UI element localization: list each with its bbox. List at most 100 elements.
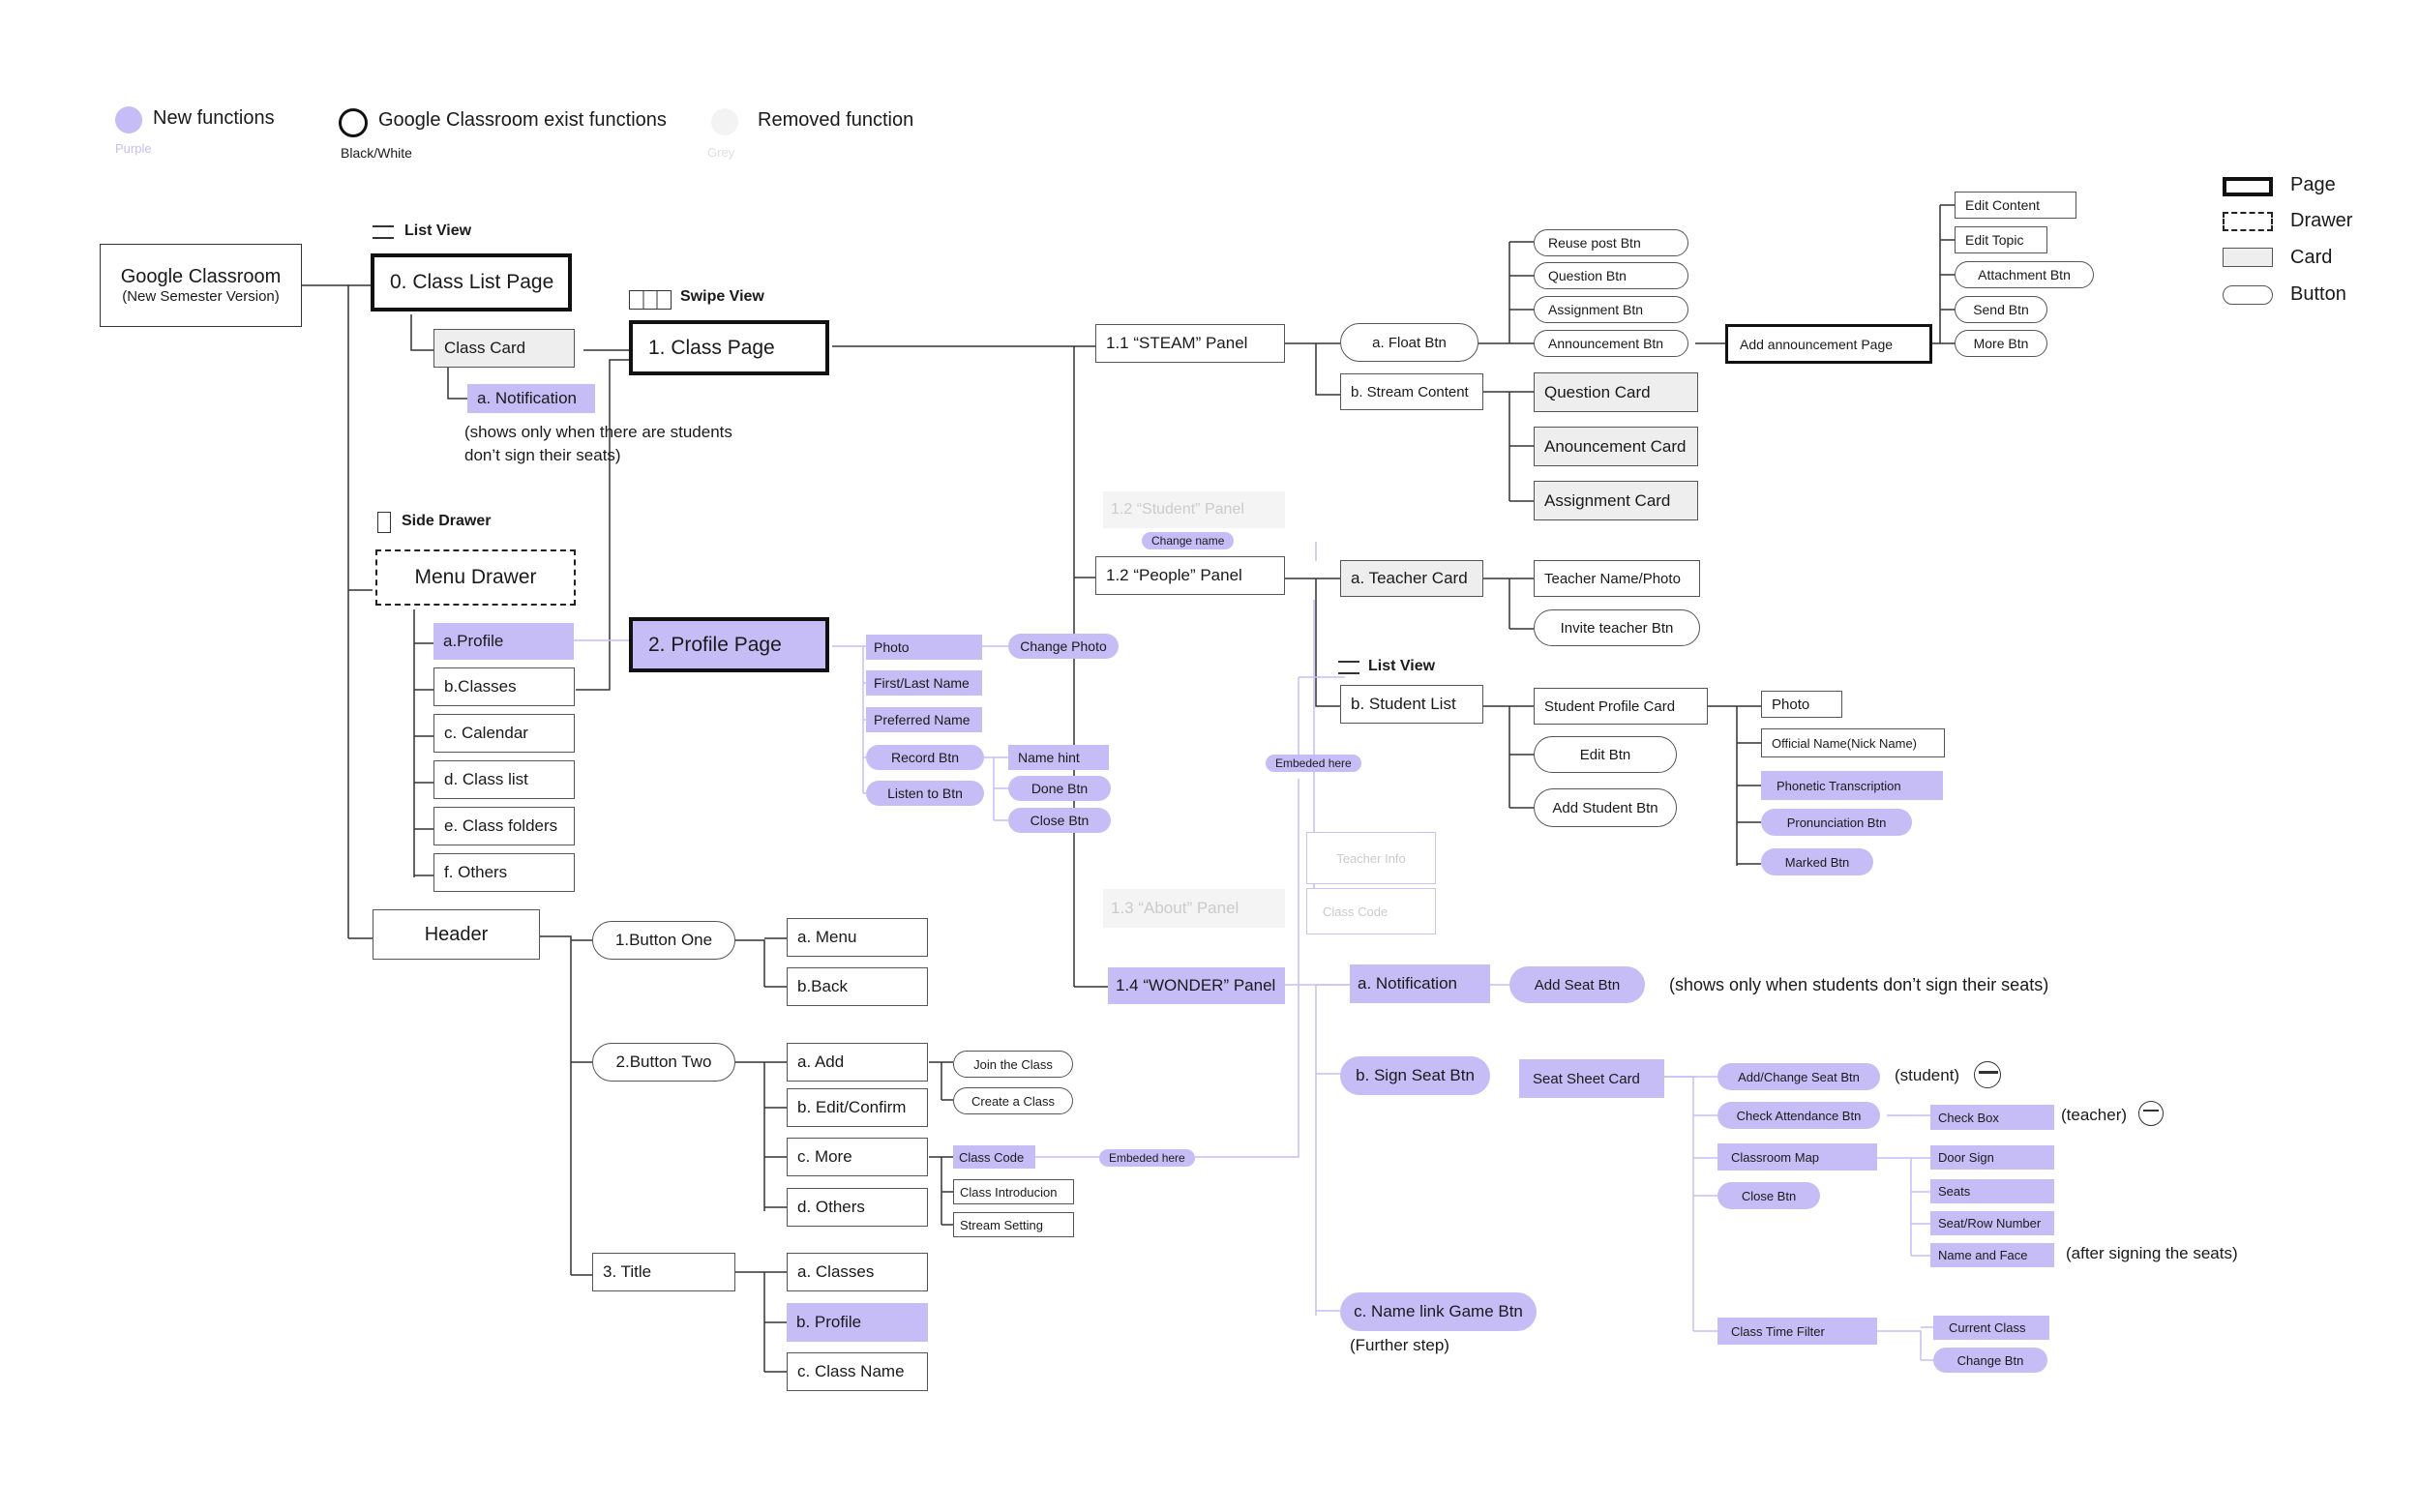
close-button[interactable]: Close Btn (1008, 808, 1111, 833)
menu-drawer[interactable]: Menu Drawer (375, 549, 576, 606)
steam-panel[interactable]: 1.1 “STEAM” Panel (1095, 324, 1285, 363)
spc-item-official-name[interactable]: Official Name(Nick Name) (1761, 728, 1945, 757)
button-one[interactable]: 1.Button One (592, 921, 735, 960)
stream-content[interactable]: b. Stream Content (1340, 373, 1483, 410)
edit-button[interactable]: Edit Btn (1534, 736, 1677, 773)
b2-item-add[interactable]: a. Add (787, 1043, 928, 1082)
drawer-item-profile[interactable]: a.Profile (433, 623, 574, 660)
assignment-button[interactable]: Assignment Btn (1534, 296, 1688, 323)
announcement-button[interactable]: Announcement Btn (1534, 330, 1688, 357)
b2-item-others[interactable]: d. Others (787, 1188, 928, 1227)
add-student-button[interactable]: Add Student Btn (1534, 788, 1677, 827)
map-item-name-and-face[interactable]: Name and Face (1930, 1243, 2054, 1267)
drawer-item-class-list[interactable]: d. Class list (433, 760, 575, 799)
drawer-item-others[interactable]: f. Others (433, 853, 575, 892)
legend-exist-functions-sub: Black/White (341, 145, 412, 161)
edit-topic-item[interactable]: Edit Topic (1955, 226, 2047, 253)
announcement-card[interactable]: Anouncement Card (1534, 427, 1698, 466)
check-attendance-button[interactable]: Check Attendance Btn (1717, 1102, 1880, 1129)
phonetic-transcription-item[interactable]: Phonetic Transcription (1761, 771, 1943, 800)
teacher-name-photo-item[interactable]: Teacher Name/Photo (1534, 560, 1700, 597)
add-seat-button[interactable]: Add Seat Btn (1509, 966, 1645, 1003)
drawer-item-class-folders[interactable]: e. Class folders (433, 807, 575, 845)
list-view-icon-2 (1338, 661, 1359, 674)
assignment-card[interactable]: Assignment Card (1534, 481, 1698, 520)
change-name-label: Change name (1142, 532, 1235, 549)
key-button-label: Button (2290, 283, 2346, 305)
class-list-page[interactable]: 0. Class List Page (371, 253, 572, 311)
profile-item-preferred-name[interactable]: Preferred Name (866, 707, 982, 732)
attachment-button[interactable]: Attachment Btn (1955, 261, 2094, 288)
reuse-post-button[interactable]: Reuse post Btn (1534, 229, 1688, 256)
marked-button[interactable]: Marked Btn (1761, 848, 1873, 875)
edit-content-item[interactable]: Edit Content (1955, 192, 2076, 219)
add-seat-note: (shows only when students don’t sign the… (1669, 975, 2049, 994)
more-item-stream-setting[interactable]: Stream Setting (953, 1212, 1074, 1237)
class-card[interactable]: Class Card (433, 329, 575, 368)
seat-close-button[interactable]: Close Btn (1717, 1182, 1820, 1209)
class-page[interactable]: 1. Class Page (629, 320, 829, 375)
classroom-map-item[interactable]: Classroom Map (1717, 1143, 1877, 1171)
seat-sheet-card[interactable]: Seat Sheet Card (1519, 1059, 1664, 1098)
add-announcement-page[interactable]: Add announcement Page (1725, 324, 1932, 364)
b2-item-more[interactable]: c. More (787, 1138, 928, 1176)
pronunciation-button[interactable]: Pronunciation Btn (1761, 809, 1912, 836)
float-button[interactable]: a. Float Btn (1340, 323, 1478, 362)
profile-item-first-last-name[interactable]: First/Last Name (866, 670, 982, 696)
legend-removed-function: Removed function (758, 109, 914, 131)
check-box-item[interactable]: Check Box (1930, 1105, 2054, 1130)
join-class-button[interactable]: Join the Class (953, 1051, 1073, 1078)
side-drawer-label: Side Drawer (402, 513, 492, 529)
key-card-shape (2223, 248, 2273, 267)
b1-item-menu[interactable]: a. Menu (787, 918, 928, 957)
student-profile-card[interactable]: Student Profile Card (1534, 688, 1708, 725)
map-item-door-sign[interactable]: Door Sign (1930, 1145, 2054, 1170)
create-class-button[interactable]: Create a Class (953, 1087, 1073, 1114)
profile-item-photo[interactable]: Photo (866, 635, 982, 660)
title-item-profile[interactable]: b. Profile (787, 1303, 928, 1342)
done-button[interactable]: Done Btn (1008, 776, 1111, 801)
b1-item-back[interactable]: b.Back (787, 967, 928, 1006)
wonder-panel[interactable]: 1.4 “WONDER” Panel (1108, 967, 1285, 1004)
button-two[interactable]: 2.Button Two (592, 1043, 735, 1082)
spc-item-photo[interactable]: Photo (1761, 691, 1842, 718)
teacher-card[interactable]: a. Teacher Card (1340, 560, 1483, 597)
change-button[interactable]: Change Btn (1933, 1348, 2047, 1373)
question-card[interactable]: Question Card (1534, 372, 1698, 412)
record-button[interactable]: Record Btn (866, 745, 984, 770)
more-button[interactable]: More Btn (1955, 330, 2047, 357)
class-time-filter[interactable]: Class Time Filter (1717, 1318, 1877, 1345)
further-step-note: (Further step) (1350, 1336, 1449, 1354)
notification-item[interactable]: a. Notification (467, 384, 595, 413)
root-subtitle: (New Semester Version) (122, 288, 280, 305)
question-button[interactable]: Question Btn (1534, 262, 1688, 289)
title-node[interactable]: 3. Title (592, 1253, 735, 1291)
student-list[interactable]: b. Student List (1340, 685, 1483, 724)
title-item-class-name[interactable]: c. Class Name (787, 1352, 928, 1391)
current-class-item[interactable]: Current Class (1933, 1316, 2049, 1340)
swipe-view-label: Swipe View (680, 288, 764, 305)
map-item-seat-row-number[interactable]: Seat/Row Number (1930, 1211, 2054, 1235)
invite-teacher-button[interactable]: Invite teacher Btn (1534, 609, 1700, 646)
notification-note-line-2: don’t sign their seats) (464, 446, 621, 464)
legend-exist-functions: Google Classroom exist functions (378, 109, 667, 131)
drawer-item-classes[interactable]: b.Classes (433, 667, 575, 706)
send-button[interactable]: Send Btn (1955, 296, 2047, 323)
change-photo-button[interactable]: Change Photo (1008, 634, 1119, 659)
b2-item-edit-confirm[interactable]: b. Edit/Confirm (787, 1088, 928, 1127)
more-item-class-code[interactable]: Class Code (953, 1145, 1035, 1169)
wonder-notification[interactable]: a. Notification (1350, 964, 1490, 1003)
people-panel[interactable]: 1.2 “People” Panel (1095, 556, 1285, 595)
drawer-item-calendar[interactable]: c. Calendar (433, 714, 575, 753)
title-item-classes[interactable]: a. Classes (787, 1253, 928, 1291)
name-link-game-button[interactable]: c. Name link Game Btn (1340, 1292, 1537, 1331)
sign-seat-button[interactable]: b. Sign Seat Btn (1340, 1056, 1490, 1095)
more-item-class-introduction[interactable]: Class Introducion (953, 1179, 1074, 1204)
add-change-seat-button[interactable]: Add/Change Seat Btn (1717, 1063, 1880, 1090)
listen-to-button[interactable]: Listen to Btn (866, 781, 984, 806)
profile-page[interactable]: 2. Profile Page (629, 617, 829, 672)
map-item-seats[interactable]: Seats (1930, 1179, 2054, 1203)
notification-note-line-1: (shows only when there are students (464, 423, 732, 441)
header-node[interactable]: Header (373, 909, 540, 960)
